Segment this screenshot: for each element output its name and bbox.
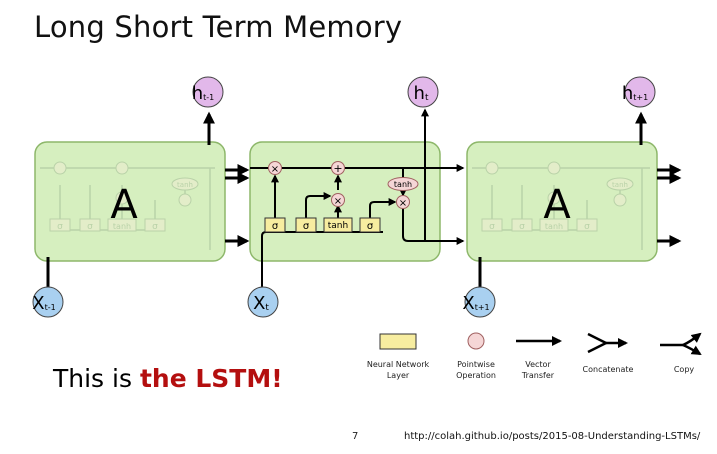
- svg-text:Pointwise: Pointwise: [457, 360, 495, 369]
- lstm-module-right: σ σ tanh σ tanh A: [466, 111, 658, 290]
- svg-text:×: ×: [399, 198, 407, 209]
- slide-title: Long Short Term Memory: [34, 10, 403, 44]
- caption-prefix: This is: [53, 364, 140, 393]
- source-url[interactable]: http://colah.github.io/posts/2015-08-Und…: [404, 431, 701, 442]
- svg-text:σ: σ: [303, 221, 310, 232]
- lstm-module-left: σ σ tanh σ tanh A: [34, 111, 226, 290]
- svg-text:Xt-1: Xt-1: [32, 293, 55, 314]
- svg-text:tanh: tanh: [113, 222, 131, 231]
- svg-text:Concatenate: Concatenate: [583, 365, 634, 374]
- cell-state-lines: [250, 108, 465, 290]
- module-label: A: [543, 182, 571, 228]
- svg-text:Xt+1: Xt+1: [462, 293, 489, 314]
- connections-left-mid: [225, 164, 250, 247]
- svg-text:Layer: Layer: [387, 371, 410, 380]
- pointwise-ops: × + × × tanh: [268, 161, 419, 209]
- input-nodes: Xt-1 Xt Xt+1: [32, 286, 496, 318]
- svg-text:tanh: tanh: [545, 222, 563, 231]
- svg-text:tanh: tanh: [394, 180, 412, 189]
- output-nodes: ht-1 ht ht+1: [192, 76, 656, 108]
- svg-text:Operation: Operation: [456, 371, 496, 380]
- svg-text:σ: σ: [57, 222, 63, 232]
- legend-vector-transfer: Vector Transfer: [516, 336, 562, 380]
- lstm-module-middle: × + × × tanh σ σ tanh σ: [249, 108, 465, 290]
- svg-text:σ: σ: [489, 222, 495, 232]
- legend-concatenate: Concatenate: [583, 332, 634, 374]
- svg-text:σ: σ: [584, 222, 590, 232]
- svg-text:Vector: Vector: [525, 360, 551, 369]
- svg-text:tanh: tanh: [177, 181, 193, 189]
- svg-text:ht+1: ht+1: [622, 83, 648, 104]
- gate-layers: σ σ tanh σ: [264, 217, 381, 233]
- caption-emphasis: the LSTM!: [139, 364, 283, 393]
- legend: Neural Network Layer Pointwise Operation…: [367, 332, 702, 380]
- svg-text:Copy: Copy: [674, 365, 695, 374]
- output-h-t-minus-1: ht-1: [192, 76, 224, 108]
- svg-text:ht-1: ht-1: [192, 83, 215, 104]
- svg-text:Neural Network: Neural Network: [367, 360, 430, 369]
- output-h-t: ht: [407, 76, 439, 108]
- module-label: A: [110, 182, 138, 228]
- svg-text:σ: σ: [367, 221, 374, 232]
- svg-text:tanh: tanh: [612, 181, 628, 189]
- input-x-t-plus-1: Xt+1: [462, 286, 496, 318]
- legend-pointwise-operation: Pointwise Operation: [456, 332, 496, 380]
- svg-text:Transfer: Transfer: [521, 371, 555, 380]
- input-x-t: Xt: [247, 286, 279, 318]
- svg-text:σ: σ: [272, 221, 279, 232]
- svg-text:tanh: tanh: [328, 221, 348, 231]
- legend-copy: Copy: [660, 332, 702, 374]
- svg-text:+: +: [333, 162, 342, 175]
- svg-text:ht: ht: [414, 83, 429, 104]
- svg-text:σ: σ: [519, 222, 525, 232]
- svg-text:Xt: Xt: [253, 293, 269, 314]
- connections-right-out: [657, 164, 682, 247]
- svg-text:×: ×: [334, 196, 342, 207]
- ghost-gates-right: σ σ tanh σ tanh: [481, 161, 634, 232]
- output-h-t-plus-1: ht+1: [622, 76, 656, 108]
- input-x-t-minus-1: Xt-1: [32, 286, 64, 318]
- svg-text:σ: σ: [87, 222, 93, 232]
- legend-neural-network-layer: Neural Network Layer: [367, 333, 430, 380]
- svg-text:σ: σ: [152, 222, 158, 232]
- page-number: 7: [352, 431, 359, 442]
- svg-text:×: ×: [271, 164, 279, 175]
- ghost-gates-left: σ σ tanh σ tanh: [49, 161, 199, 232]
- lstm-caption: This is the LSTM!: [53, 364, 283, 393]
